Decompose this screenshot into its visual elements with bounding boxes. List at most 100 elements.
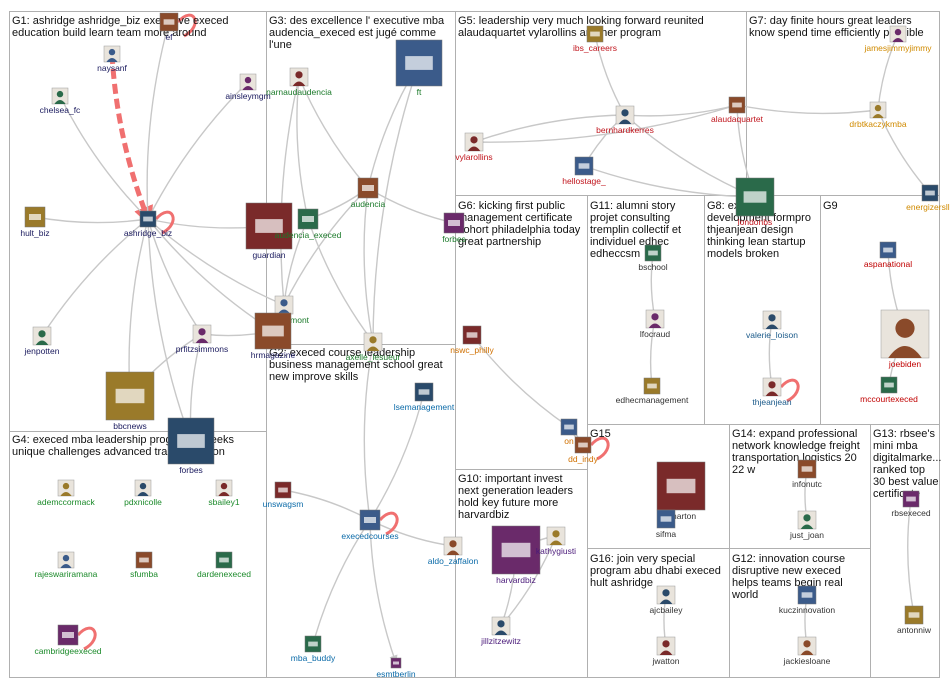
node-narnaudaudencia[interactable]: narnaudaudencia bbox=[266, 67, 332, 97]
node-unswagsm[interactable]: unswagsm bbox=[263, 481, 304, 509]
node-forbes_g1[interactable]: forbes bbox=[167, 417, 215, 475]
node-mccourtexeced[interactable]: mccourtexeced bbox=[860, 376, 918, 404]
node-audencia[interactable]: audencia bbox=[351, 177, 386, 209]
group-title-line: alaudaquartet vylarollins another progra… bbox=[458, 27, 661, 39]
node-label: jenpotten bbox=[24, 346, 60, 356]
node-jackiesloane[interactable]: jackiesloane bbox=[783, 636, 831, 666]
node-wharton[interactable]: wharton bbox=[656, 461, 706, 521]
node-axelle[interactable]: axelle_lesueur bbox=[346, 332, 401, 362]
edge-audencia_execed-axelle bbox=[307, 218, 374, 343]
edge-ashridge_biz-prfitzsimmons bbox=[147, 218, 203, 335]
group-title-line: G12: innovation course bbox=[732, 553, 845, 565]
node-prfitzsimmons[interactable]: prfitzsimmons bbox=[176, 324, 228, 354]
node-hrmagazine[interactable]: hrmagazine bbox=[251, 312, 296, 360]
node-jillzitzewitz[interactable]: jillzitzewitz bbox=[480, 616, 521, 646]
node-sbailey1[interactable]: sbailey1 bbox=[208, 479, 240, 507]
node-joebiden[interactable]: joebiden bbox=[880, 309, 930, 369]
node-guardian[interactable]: guardian bbox=[245, 202, 293, 260]
node-audencia_execed[interactable]: audencia_execed bbox=[275, 208, 342, 240]
group-title-line: G11: alumni story bbox=[590, 200, 676, 212]
node-on[interactable]: on bbox=[560, 418, 578, 446]
node-jenpotten[interactable]: jenpotten bbox=[24, 326, 60, 356]
group-title-line: mini mba bbox=[873, 440, 919, 452]
node-nswc_philly[interactable]: nswc_philly bbox=[450, 325, 494, 355]
node-label: chelsea_fc bbox=[40, 105, 81, 115]
group-title-line: hold key future more bbox=[458, 497, 558, 509]
node-label: bschool bbox=[638, 262, 667, 272]
group-title-line: great partnership bbox=[458, 236, 541, 248]
node-label: thjeanjean bbox=[752, 397, 792, 407]
node-rajeswariramana[interactable]: rajeswariramana bbox=[35, 551, 98, 579]
node-alaudaquartet[interactable]: alaudaquartet bbox=[711, 96, 764, 124]
node-dd_indy[interactable]: dd_indy bbox=[568, 436, 599, 464]
group-title-g9: G9 bbox=[823, 200, 838, 212]
node-label: sfumba bbox=[130, 569, 158, 579]
node-just_joan[interactable]: just_joan bbox=[789, 510, 824, 540]
node-kathygiusti[interactable]: kathygiusti bbox=[536, 526, 576, 556]
node-edhecmanagement[interactable]: edhecmanagement bbox=[616, 377, 689, 405]
node-forbes[interactable]: forbes bbox=[442, 212, 466, 244]
node-vylarollins[interactable]: vylarollins bbox=[455, 132, 493, 162]
node-bbcnews[interactable]: bbcnews bbox=[105, 371, 155, 431]
node-sifma[interactable]: sifma bbox=[656, 509, 677, 539]
node-jwatton[interactable]: jwatton bbox=[652, 636, 680, 666]
group-title-line: 30 best value bbox=[873, 476, 938, 488]
node-energizersllc[interactable]: energizersllc bbox=[906, 184, 950, 212]
node-ademccormack[interactable]: ademccormack bbox=[37, 479, 96, 507]
group-title-line: hult ashridge bbox=[590, 577, 653, 589]
node-aldo_zaffalon[interactable]: aldo_zaffalon bbox=[428, 536, 479, 566]
node-naysanf[interactable]: naysanf bbox=[97, 45, 128, 73]
edge-vylarollins-alaudaquartet bbox=[473, 103, 738, 143]
node-hellostage_[interactable]: hellostage_ bbox=[562, 156, 606, 186]
group-title-line: audencia_execed est jugé comme bbox=[269, 27, 436, 39]
node-pdxnicolle[interactable]: pdxnicolle bbox=[124, 479, 162, 507]
group-title-line: network knowledge freight bbox=[732, 440, 860, 452]
node-ainsleymgm[interactable]: ainsleymgm bbox=[225, 73, 271, 101]
node-harvardbiz[interactable]: harvardbiz bbox=[491, 525, 541, 585]
node-sfumba[interactable]: sfumba bbox=[130, 551, 158, 579]
node-dardenexeced[interactable]: dardenexeced bbox=[197, 551, 251, 579]
node-rbsexeced[interactable]: rbsexeced bbox=[891, 490, 931, 518]
node-hult_biz[interactable]: hult_biz bbox=[20, 206, 50, 238]
node-label: rajeswariramana bbox=[35, 569, 98, 579]
node-bschool[interactable]: bschool bbox=[638, 244, 668, 272]
group-box-g4 bbox=[9, 431, 267, 678]
edge-hellostage_-london_bs bbox=[583, 165, 756, 202]
node-ibs_careers[interactable]: ibs_careers bbox=[573, 25, 617, 53]
node-ef[interactable]: ef bbox=[159, 12, 179, 42]
node-drbtkaczykmba[interactable]: drbtkaczykmba bbox=[849, 101, 907, 129]
group-title-line: helps teams begin real bbox=[732, 577, 843, 589]
group-title-line: thinking lean startup bbox=[707, 236, 805, 248]
node-ft[interactable]: ft bbox=[395, 39, 443, 97]
node-ajcbailey[interactable]: ajcbailey bbox=[649, 585, 683, 615]
edge-ashridge_biz-bbcnews bbox=[125, 218, 149, 397]
group-box-g1 bbox=[9, 11, 267, 432]
node-lsemanagement[interactable]: lsemanagement bbox=[394, 382, 455, 412]
node-london_bs[interactable]: londonbs bbox=[735, 177, 775, 227]
group-title-line: tremplin collectif et bbox=[590, 224, 681, 236]
edge-audencia-axelle bbox=[363, 187, 376, 343]
node-cambridgeexeced[interactable]: cambridgeexeced bbox=[34, 624, 102, 656]
node-ashridge_biz[interactable]: ashridge_biz bbox=[124, 210, 172, 238]
node-chelsea_fc[interactable]: chelsea_fc bbox=[40, 87, 81, 115]
node-jamesjimmyjimmy[interactable]: jamesjimmyjimmy bbox=[863, 25, 932, 53]
node-label: sbailey1 bbox=[208, 497, 239, 507]
edge-bernhardkerres-vylarollins bbox=[473, 114, 626, 144]
group-title-g1: G1: ashridge ashridge_biz executive exec… bbox=[12, 15, 228, 39]
node-infonutc[interactable]: infonutc bbox=[792, 459, 823, 489]
node-execedcourses[interactable]: execedcourses bbox=[341, 509, 399, 541]
node-mba_buddy[interactable]: mba_buddy bbox=[291, 635, 336, 663]
group-title-line: G7: day finite hours great leaders bbox=[749, 15, 912, 27]
node-kuczinnovation[interactable]: kuczinnovation bbox=[779, 585, 836, 615]
node-aspanational[interactable]: aspanational bbox=[864, 241, 912, 269]
node-bernhardkerres[interactable]: bernhardkerres bbox=[596, 105, 654, 135]
node-lfocraud[interactable]: lfocraud bbox=[640, 309, 671, 339]
node-antonniw[interactable]: antonniw bbox=[897, 605, 932, 635]
node-esmtberlin[interactable]: esmtberlin bbox=[376, 657, 416, 679]
node-valerie_loison[interactable]: valerie_loison bbox=[746, 310, 798, 340]
edge-ashridge_biz-jenpotten bbox=[41, 218, 149, 337]
node-thjeanjean[interactable]: thjeanjean bbox=[752, 377, 792, 407]
